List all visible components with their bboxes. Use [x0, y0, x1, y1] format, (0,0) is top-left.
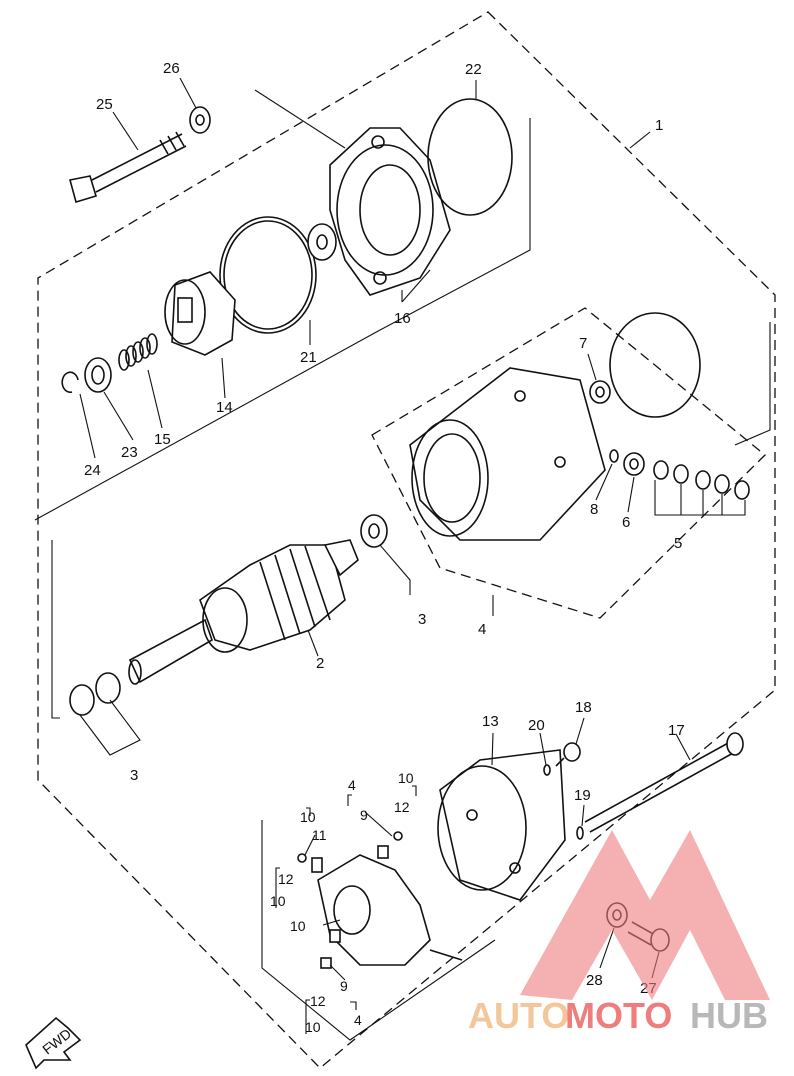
o-ring-20	[543, 764, 551, 776]
o-ring-22	[427, 98, 513, 216]
leader-3a	[379, 544, 411, 595]
armature-2	[128, 539, 359, 685]
label-10a: 10	[398, 770, 414, 786]
terminal-8	[609, 449, 619, 463]
circlip-24	[61, 371, 79, 394]
watermark-hub: HUB	[690, 995, 768, 1036]
brush-10-left	[297, 853, 307, 863]
label-10d: 10	[290, 918, 306, 934]
washer-6	[623, 452, 645, 476]
screw-18	[555, 742, 581, 767]
brush-9-bottom	[320, 957, 332, 969]
brush-holder	[311, 845, 463, 966]
gasket-4a	[609, 312, 701, 418]
label-5: 5	[674, 535, 682, 552]
group-outline-mid2	[734, 322, 771, 446]
label-6: 6	[622, 514, 630, 531]
watermark-auto: AUTO	[468, 995, 569, 1036]
washer-26	[189, 106, 211, 134]
watermark-triangle-icon	[520, 830, 770, 1000]
spring-15	[118, 333, 158, 371]
yoke-boundary-4	[371, 307, 766, 619]
label-7: 7	[579, 335, 587, 352]
leader-5	[654, 480, 746, 516]
label-21: 21	[300, 349, 317, 366]
label-4a: 4	[348, 777, 356, 793]
bolt-25	[69, 131, 187, 204]
washer-3-left	[69, 672, 121, 716]
label-26: 26	[163, 60, 180, 77]
label-2: 2	[316, 655, 324, 672]
label-3b: 3	[130, 767, 138, 784]
label-16: 16	[394, 310, 411, 327]
label-9a: 9	[360, 807, 368, 823]
group-outline-mid	[51, 540, 60, 719]
label-20: 20	[528, 717, 545, 734]
watermark-moto: MOTO	[565, 995, 672, 1036]
label-12a: 12	[394, 799, 410, 815]
fwd-arrow-icon: FWD	[25, 1016, 82, 1070]
label-1: 1	[655, 117, 663, 134]
label-25: 25	[96, 96, 113, 113]
o-ring-21	[219, 216, 317, 334]
assembly-boundary-1	[37, 11, 776, 1069]
label-24: 24	[84, 462, 101, 479]
label-4b: 4	[354, 1012, 362, 1028]
label-28: 28	[586, 972, 603, 989]
label-12c: 12	[310, 993, 326, 1009]
label-22: 22	[465, 61, 482, 78]
yoke-4	[409, 367, 606, 541]
end-housing-13	[437, 749, 566, 901]
label-10b: 10	[300, 809, 316, 825]
label-12b: 12	[278, 871, 294, 887]
washer-3-right	[360, 514, 388, 548]
collar-23	[84, 357, 112, 393]
nut-7	[589, 380, 611, 404]
group-outline-top	[34, 118, 531, 521]
leader-3b	[79, 699, 141, 756]
label-19: 19	[574, 787, 591, 804]
pinion-14	[164, 271, 236, 356]
through-bolt-17	[584, 732, 744, 833]
label-4: 4	[478, 621, 486, 638]
group-outline-top2	[254, 89, 346, 149]
label-18: 18	[575, 699, 592, 716]
o-ring-19	[576, 826, 584, 840]
label-10e: 10	[305, 1019, 321, 1035]
label-13: 13	[482, 713, 499, 730]
terminal-set-5	[653, 460, 750, 500]
label-23: 23	[121, 444, 138, 461]
label-9b: 9	[340, 978, 348, 994]
label-8: 8	[590, 501, 598, 518]
label-11: 11	[312, 827, 327, 843]
label-17: 17	[668, 722, 685, 739]
label-brackets	[275, 785, 417, 1034]
brush-9-top	[393, 831, 403, 841]
label-15: 15	[154, 431, 171, 448]
label-10c: 10	[270, 893, 286, 909]
label-3a: 3	[418, 611, 426, 628]
label-14: 14	[216, 399, 233, 416]
leader-lines	[79, 77, 691, 981]
end-cover-16	[329, 127, 451, 296]
watermark-logo	[520, 830, 770, 1000]
washer-16a	[307, 223, 337, 261]
